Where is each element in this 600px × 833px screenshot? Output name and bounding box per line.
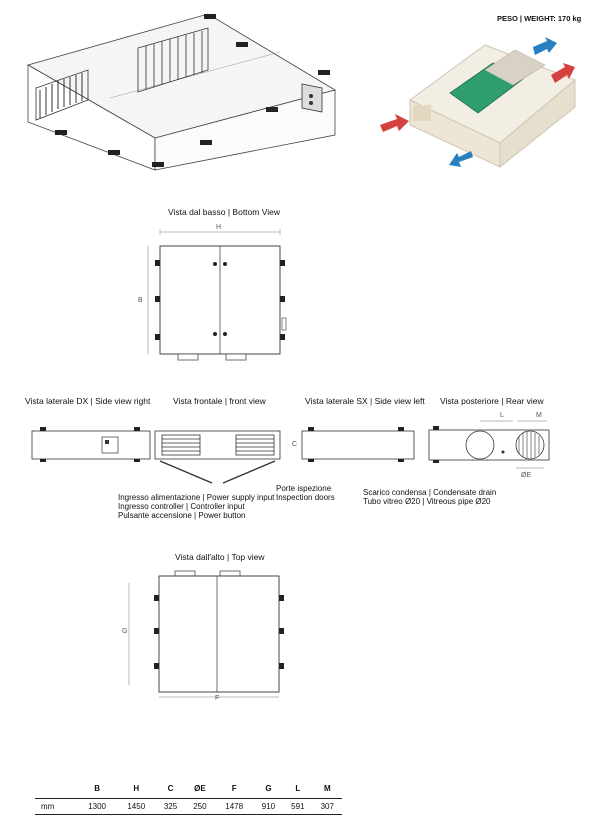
side-left-drawing [301, 427, 415, 462]
note-pipe: Tubo vitreo Ø20 | Vitreous pipe Ø20 [363, 497, 491, 506]
table-cell: 250 [185, 798, 215, 815]
table-cell: mm [35, 798, 78, 815]
front-view-drawing [154, 430, 281, 484]
weight-label: PESO | WEIGHT: 170 kg [497, 14, 582, 23]
connection-notes: Ingresso alimentazione | Power supply in… [118, 493, 274, 520]
note-drain: Scarico condensa | Condensate drain [363, 488, 497, 497]
table-cell: 307 [312, 798, 342, 815]
unit-isometric-drawing [26, 13, 337, 171]
header-cell: L [295, 784, 301, 793]
dimensions-table: B H C ØE F G L M mm 1300 1450 325 250 14… [35, 782, 342, 815]
table-row: mm 1300 1450 325 250 1478 910 591 307 [35, 798, 342, 815]
bottom-view-drawing [147, 229, 287, 361]
top-view-drawing [128, 570, 284, 698]
note-doors-it: Porte ispezione [276, 484, 332, 493]
rear-view-drawing [428, 420, 550, 469]
header-cell: ØE [194, 784, 206, 793]
header-cell: F [231, 784, 237, 793]
note-power-supply: Ingresso alimentazione | Power supply in… [118, 493, 275, 502]
note-power-button: Pulsante accensione | Power button [118, 511, 246, 520]
header-cell: B [94, 784, 100, 793]
header-cell: G [265, 784, 272, 793]
rear-notes: Scarico condensa | Condensate drain Tubo… [363, 488, 496, 506]
table-cell: 910 [253, 798, 284, 815]
note-doors-en: Inspection doors [276, 493, 335, 502]
bottom-view-title: Vista dal basso | Bottom View [168, 207, 280, 217]
side-left-title: Vista laterale SX | Side view left [305, 396, 425, 406]
table-cell: 1450 [116, 798, 156, 815]
rear-view-title: Vista posteriore | Rear view [440, 396, 544, 406]
header-cell [35, 782, 78, 799]
dim-f: F [215, 695, 220, 702]
dim-l: L [500, 412, 504, 419]
side-right-title: Vista laterale DX | Side view right [25, 396, 151, 406]
top-view-title: Vista dall'alto | Top view [175, 552, 265, 562]
bottom-view-title-text: Vista dal basso | Bottom View [168, 207, 280, 217]
front-view-title: Vista frontale | front view [173, 396, 266, 406]
header-cell: H [133, 784, 140, 793]
inspection-notes: Porte ispezione Inspection doors [276, 484, 335, 502]
dim-b-bottom: B [138, 297, 143, 304]
table-cell: 325 [155, 798, 186, 815]
dim-m: M [536, 412, 542, 419]
dim-h-bottom: H [216, 224, 222, 231]
table-header-row: B H C ØE F G L M [35, 782, 342, 799]
dim-oe: ØE [521, 472, 532, 479]
table-cell: 1300 [77, 798, 117, 815]
unit-cutaway-illustration [380, 37, 576, 169]
table-cell: 1478 [214, 798, 254, 815]
dim-g: G [122, 628, 128, 635]
dim-c: C [292, 441, 298, 448]
table-cell: 591 [283, 798, 313, 815]
header-cell: C [167, 784, 174, 793]
side-right-drawing [31, 427, 151, 462]
header-cell: M [323, 784, 331, 793]
note-controller: Ingresso controller | Controller input [118, 502, 245, 511]
